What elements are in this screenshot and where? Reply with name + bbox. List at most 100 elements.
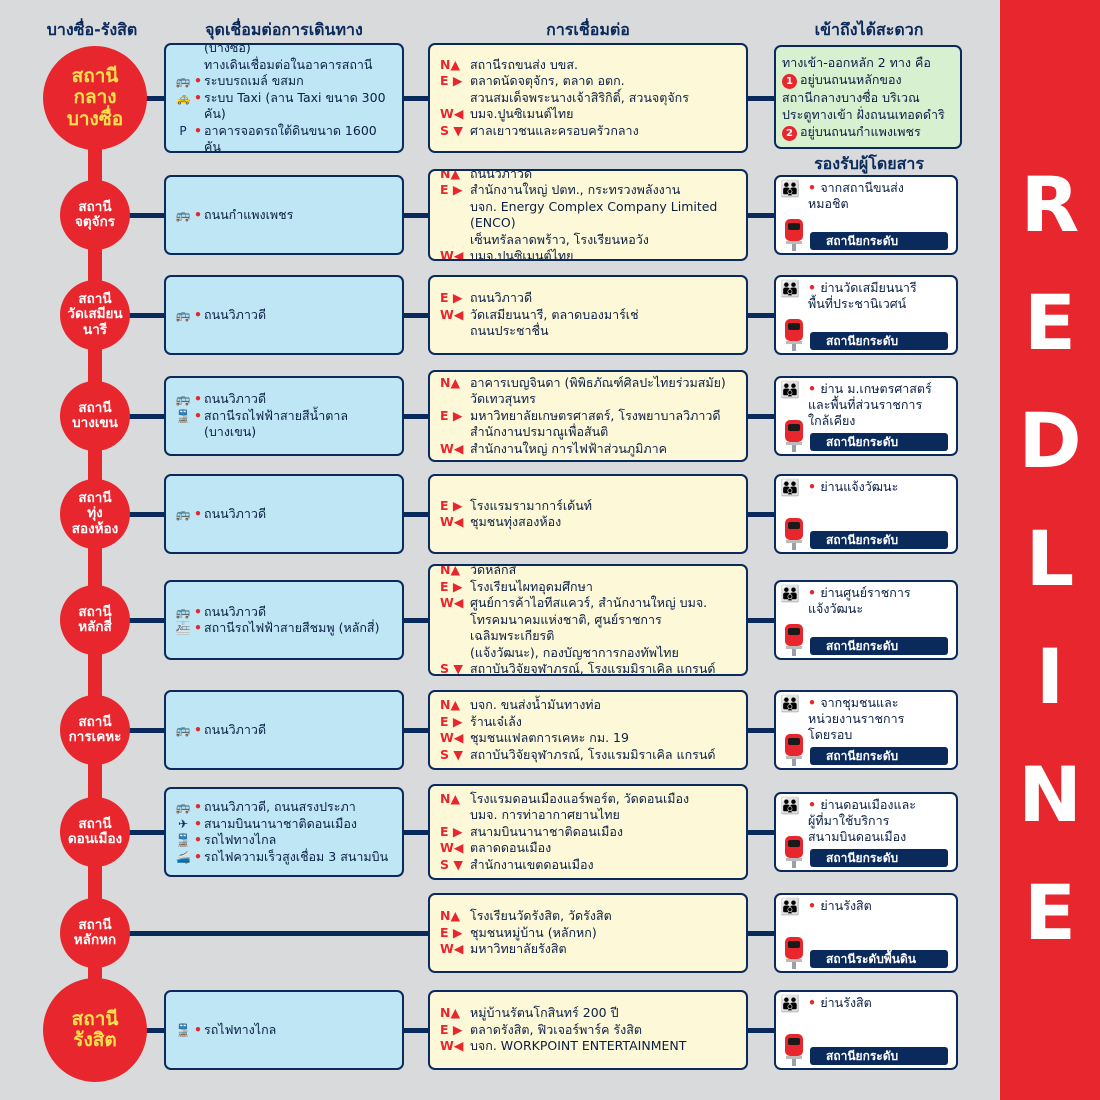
connection-item: N▲โรงแรมดอนเมืองแอร์พอร์ต, วัดดอนเมือง บ… [440, 791, 738, 824]
station-circle: สถานี บางเขน [60, 381, 130, 451]
red-train-icon [785, 1034, 803, 1066]
station-circle: สถานี กลาง บางซื่อ [43, 46, 147, 150]
bullet-icon: • [194, 721, 202, 737]
access-box: 👪• ย่านวัดเสมียนนารี พื้นที่ประชานิเวศน์… [774, 275, 958, 355]
connection-item: W◀ชุมชนแฟลตการเคหะ กม. 19 [440, 730, 738, 747]
transit-text: ถนนวิภาวดี [204, 505, 267, 521]
access-description: ย่านรังสิต [820, 898, 872, 913]
transit-text: ระบบรถเมล์ ขสมก [204, 73, 304, 89]
bus-icon: 🚌 [175, 74, 191, 89]
station-name: สถานี บางเขน [72, 399, 118, 431]
bus-icon: 🚌 [175, 207, 191, 222]
direction-label: W◀ [440, 730, 464, 745]
bullet-icon: • [194, 1021, 202, 1037]
direction-label: W◀ [440, 106, 464, 122]
connections-box: N▲หมู่บ้านรัตนโกสินทร์ 200 ปีE ▶ตลาดรังส… [428, 990, 748, 1070]
pink-line-icon: 🚈 [175, 621, 191, 635]
direction-label: W◀ [440, 840, 464, 856]
connection-text: สำนักงานเขตดอนเมือง [470, 856, 594, 872]
support-header: รองรับผู้โดยสาร [814, 154, 924, 173]
station-name: สถานี หลักหก [73, 916, 117, 948]
bullet-icon: • [808, 381, 821, 396]
bus-icon: 🚌 [175, 800, 191, 814]
access-content: 👪• ย่านวัดเสมียนนารี พื้นที่ประชานิเวศน์… [776, 277, 956, 353]
transit-text: ถนนวิภาวดี [204, 306, 267, 322]
connection-item: W◀ศูนย์การค้าไอทีสแควร์, สำนักงานใหญ่ บม… [440, 595, 738, 661]
access-text: • จากชุมชนและ หน่วยงานราชการ โดยรอบ [808, 695, 952, 743]
train-icon: 🚆 [175, 408, 191, 423]
access-text: • ย่านรังสิต [808, 898, 952, 914]
red-train-icon [785, 937, 803, 969]
direction-label: E ▶ [440, 407, 463, 423]
highspeed-icon: 🚄 [175, 849, 191, 864]
transit-text: ถนนวิภาวดี, ถนนสรงประภา [204, 799, 356, 814]
station-circle: สถานี การเคหะ [60, 695, 130, 765]
bus-icon: 🚌 [175, 506, 191, 521]
station-circle: สถานี ทุ่ง สองห้อง [60, 479, 130, 549]
direction-label: E ▶ [440, 497, 463, 513]
connection-item: W◀บจก. WORKPOINT ENTERTAINMENT [440, 1038, 738, 1055]
bus-icon: 🚌 [175, 392, 191, 407]
transit-item: 🚆•รถไฟทางไกล [174, 832, 394, 849]
station-circle: สถานี วัดเสมียน นารี [60, 280, 130, 350]
passengers-icon: 👪 [780, 994, 800, 1013]
connection-item: E ▶สำนักงานใหญ่ ปตท., กระทรวงพลังงาน บจก… [440, 182, 738, 248]
plane-icon: ✈ [177, 816, 189, 831]
transit-box: 🚌•ถนนวิภาวดี🚆•สถานีรถไฟฟ้าสายสีน้ำตาล (บ… [164, 376, 404, 456]
bullet-icon: • [194, 391, 202, 407]
access-content: 👪• จากชุมชนและ หน่วยงานราชการ โดยรอบสถาน… [776, 692, 956, 768]
direction-label: N▲ [440, 564, 461, 578]
red-train-icon [785, 836, 803, 868]
station-name: สถานี จตุจักร [74, 198, 115, 230]
connection-item: S ▼สำนักงานเขตดอนเมือง [440, 857, 738, 874]
parking-icon: P [179, 123, 187, 138]
transit-item: 🚌•ถนนวิภาวดี [174, 506, 394, 523]
connection-item: N▲วัดหลักสี่ [440, 564, 738, 579]
transit-item: 🚌•ถนนวิภาวดี [174, 604, 394, 621]
connection-text: โรงแรมดอนเมืองแอร์พอร์ต, วัดดอนเมือง บมจ… [470, 790, 690, 823]
direction-label: W◀ [440, 1038, 464, 1054]
connection-item: W◀วัดเสมียนนารี, ตลาดบองมาร์เช่ ถนนประชา… [440, 307, 738, 340]
passengers-icon: 👪 [780, 584, 800, 603]
direction-label: S ▼ [440, 746, 463, 762]
line-title: บางซื่อ-รังสิต [46, 20, 138, 39]
connection-item: E ▶สนามบินนานาชาติดอนเมือง [440, 824, 738, 841]
connection-text: ตลาดนัดจตุจักร, ตลาด อตก. สวนสมเด็จพระนา… [470, 73, 689, 105]
connection-item: N▲สถานีรถขนส่ง บขส. [440, 57, 738, 74]
bus-icon: 🚌 [175, 722, 191, 737]
connection-item: W◀สำนักงานใหญ่ การไฟฟ้าส่วนภูมิภาค [440, 441, 738, 458]
connection-item: E ▶ชุมชนหมู่บ้าน (หลักหก) [440, 925, 738, 942]
station-type-badge: สถานียกระดับ [810, 849, 948, 867]
connection-item: W◀บมจ.ปูนซิเมนต์ไทย [440, 106, 738, 123]
access-content: 👪• ย่านรังสิตสถานีระดับพื้นดิน [776, 895, 956, 971]
passengers-icon: 👪 [780, 478, 800, 497]
connection-text: ศูนย์การค้าไอทีสแควร์, สำนักงานใหญ่ บมจ.… [470, 595, 708, 660]
connection-item: W◀มหาวิทยาลัยรังสิต [440, 941, 738, 958]
access-description: ย่านวัดเสมียนนารี พื้นที่ประชานิเวศน์ [808, 280, 917, 311]
connections-box: E ▶ถนนวิภาวดีW◀วัดเสมียนนารี, ตลาดบองมาร… [428, 275, 748, 355]
bullet-icon: • [194, 799, 202, 814]
direction-label: W◀ [440, 440, 464, 456]
transit-item: ✈•สนามบินนานาชาติดอนเมือง [174, 816, 394, 833]
direction-label: E ▶ [440, 578, 463, 594]
connection-text: ร้านเจ๋เล้ง [470, 713, 522, 729]
access-description: ย่านดอนเมืองและ ผู้ที่มาใช้บริการ สนามบิ… [808, 797, 916, 844]
bullet-icon: • [194, 815, 202, 831]
access-content: 👪• ย่าน ม.เกษตรศาสตร์ และพื้นที่ส่วนราชก… [776, 378, 956, 454]
direction-label: E ▶ [440, 73, 463, 89]
connection-item: E ▶ถนนวิภาวดี [440, 290, 738, 307]
transit-text: ถนนวิภาวดี [204, 391, 267, 407]
direction-label: N▲ [440, 374, 461, 390]
direction-label: W◀ [440, 306, 464, 322]
direction-label: E ▶ [440, 823, 463, 839]
connection-item: W◀บมจ.ปูนซิเมนต์ไทย [440, 248, 738, 259]
access-header: เข้าถึงได้สะดวก [814, 20, 924, 39]
transit-header: จุดเชื่อมต่อการเดินทาง [205, 20, 363, 39]
access-text: • ย่านวัดเสมียนนารี พื้นที่ประชานิเวศน์ [808, 280, 952, 312]
bullet-icon: • [194, 306, 202, 322]
connection-item: N▲บจก. ขนส่งน้ำมันทางท่อ [440, 697, 738, 714]
connections-box: N▲ถนนวิภาวดีE ▶สำนักงานใหญ่ ปตท., กระทรว… [428, 169, 748, 261]
direction-label: E ▶ [440, 1021, 463, 1037]
